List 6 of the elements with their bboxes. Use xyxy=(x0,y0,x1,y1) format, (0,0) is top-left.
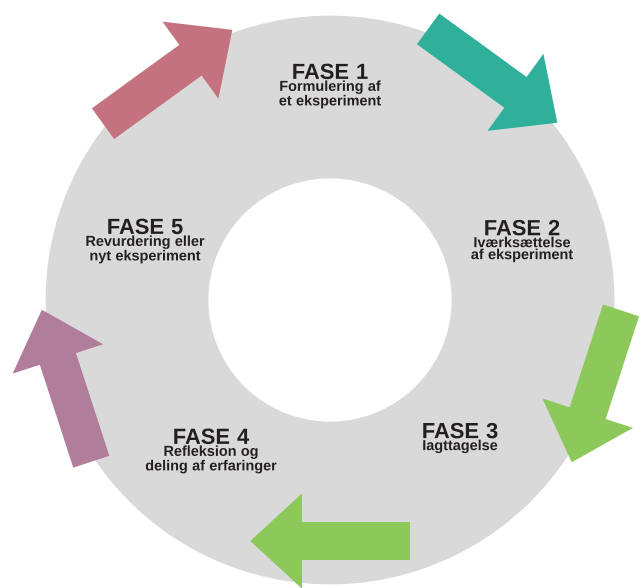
node-label: Iagttagelse xyxy=(423,440,498,454)
node-label: FASE 3 xyxy=(423,422,498,438)
node-label: FASE 4 xyxy=(174,428,250,444)
ring-segment: FASE 5 Revurdering eller nyt eksperiment xyxy=(46,70,259,388)
node-label: Refleksion og deling af erfaringer xyxy=(146,445,277,474)
ring-segment: FASE 3 Iagttagelse xyxy=(330,337,601,584)
